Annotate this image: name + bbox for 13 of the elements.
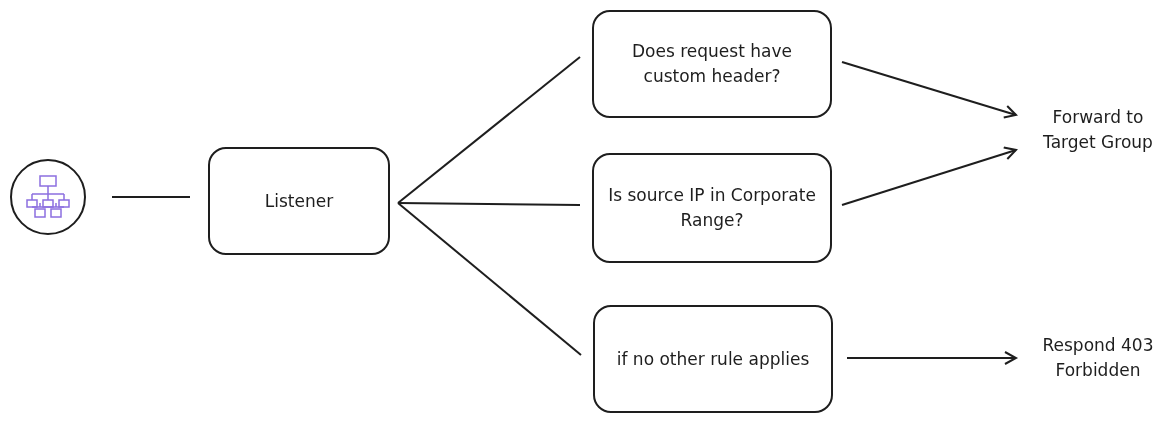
- action-label: Forward to Target Group: [1042, 106, 1154, 154]
- action-label: Respond 403 Forbidden: [1041, 334, 1155, 382]
- connector-line: [397, 202, 582, 356]
- arrow: [841, 61, 1017, 119]
- arrow: [846, 351, 1017, 365]
- box-label: Listener: [264, 189, 334, 213]
- arrow: [841, 146, 1017, 206]
- box-label: if no other rule applies: [616, 347, 810, 371]
- connector-line: [397, 202, 581, 206]
- box-label: Is source IP in Corporate Range?: [607, 184, 817, 232]
- connector-line: [111, 196, 191, 198]
- connector-line: [397, 56, 581, 204]
- box-label: Does request have custom header?: [631, 40, 793, 88]
